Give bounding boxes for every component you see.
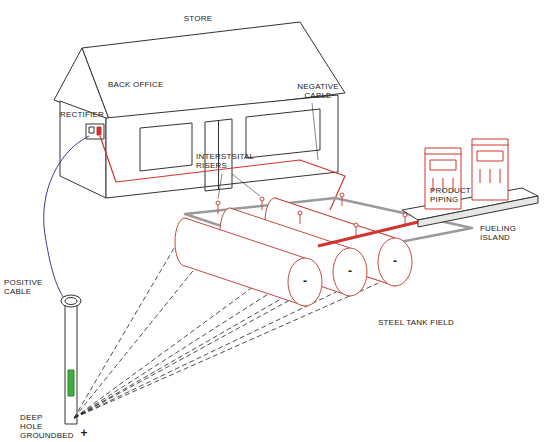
callout-label: FUELING ISLAND — [480, 224, 530, 242]
dispenser-display — [477, 151, 503, 161]
current-path — [74, 238, 180, 418]
riser-cap — [216, 201, 220, 205]
polarity-sign: - — [344, 265, 356, 277]
riser-cap — [260, 197, 264, 201]
callout-label: POSITIVE CABLE — [4, 278, 44, 296]
polarity-sign: - — [299, 275, 311, 287]
riser-cap — [298, 211, 302, 215]
anode — [68, 370, 74, 396]
interstitial-riser — [218, 196, 405, 236]
current-path — [74, 300, 290, 418]
riser-cap — [340, 193, 344, 197]
groundbed-head — [61, 295, 81, 307]
dispenser-nozzles — [480, 169, 500, 183]
dispenser-top — [472, 139, 508, 145]
positive-cable — [44, 136, 89, 298]
polarity-sign: - — [389, 255, 401, 267]
riser-cap — [403, 213, 407, 217]
leader-line — [218, 174, 222, 199]
negative-cable — [100, 136, 345, 210]
rectifier-box — [86, 124, 104, 139]
fuel-dispenser — [472, 144, 508, 200]
current-path — [74, 282, 381, 418]
tank-end — [288, 258, 322, 306]
groundbed-casing — [65, 302, 77, 424]
riser-cap — [354, 223, 358, 227]
dispenser-display — [430, 160, 456, 170]
groundbed-head — [65, 298, 77, 305]
tank-end — [333, 248, 367, 296]
leader-line — [232, 174, 260, 196]
leader-line — [312, 103, 318, 160]
dispenser-top — [425, 148, 461, 154]
current-path — [74, 252, 334, 418]
window — [140, 123, 192, 171]
polarity-sign: + — [78, 427, 90, 439]
title-label: STORE — [178, 14, 218, 23]
callout-label: DEEP HOLE GROUNDBED — [20, 413, 64, 440]
current-path — [74, 292, 336, 418]
rectifier-meter — [89, 127, 94, 133]
tank-end — [378, 238, 412, 286]
rectifier-terminal — [97, 127, 101, 135]
callout-label: NEGATIVE CABLE — [296, 82, 340, 100]
callout-label: STEEL TANK FIELD — [378, 318, 488, 327]
tank-body — [185, 218, 305, 306]
callout-label: PRODUCT PIPING — [430, 186, 475, 204]
roof-gable — [54, 48, 110, 122]
tank-fill — [185, 218, 305, 306]
callout-label: INTERSTSITAL RISERS — [196, 152, 266, 170]
front-wall — [106, 95, 338, 198]
part-label: BACK OFFICE — [108, 80, 168, 89]
part-label: RECTIFIER — [60, 110, 110, 119]
window — [246, 109, 320, 158]
